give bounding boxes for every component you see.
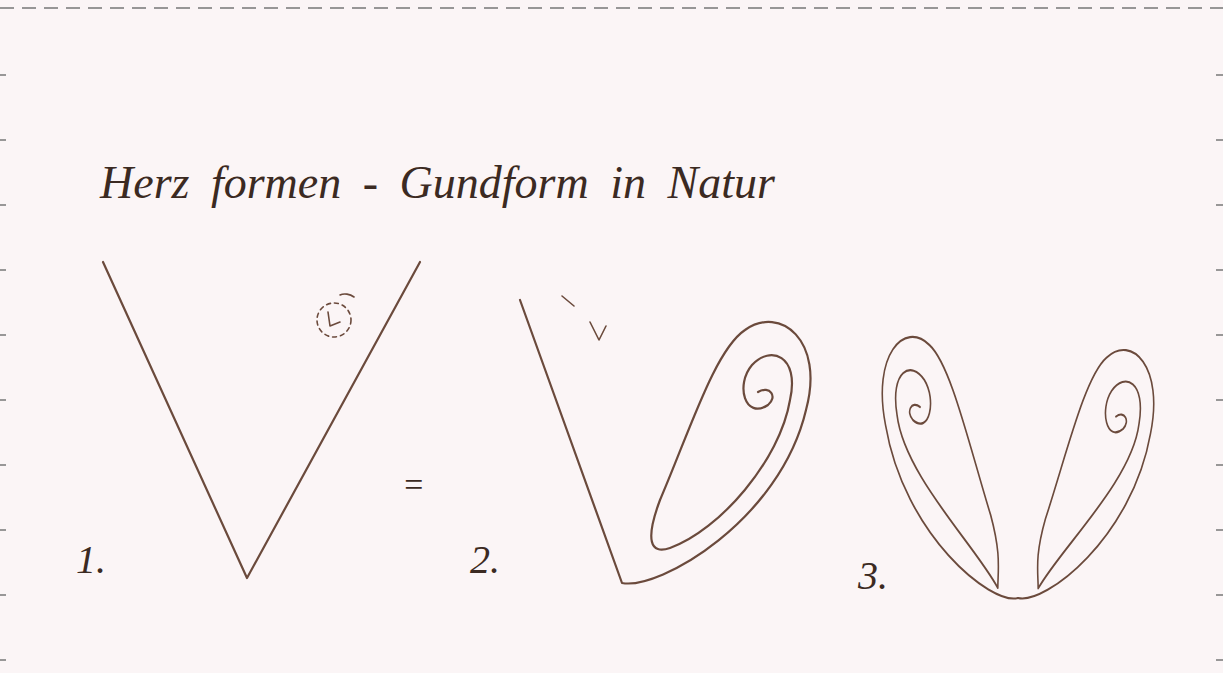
border-tick bbox=[0, 334, 6, 336]
border-tick bbox=[1216, 334, 1223, 336]
v-shape bbox=[103, 262, 420, 578]
heart-shape bbox=[882, 337, 1153, 599]
border-tick bbox=[0, 139, 6, 141]
step-number: 2. bbox=[470, 540, 500, 580]
border-tick bbox=[0, 594, 6, 596]
page-border bbox=[0, 8, 1223, 660]
border-tick bbox=[1216, 529, 1223, 531]
border-tick bbox=[0, 269, 6, 271]
border-tick bbox=[0, 74, 6, 76]
border-tick bbox=[1216, 269, 1223, 271]
equals-sign: = bbox=[402, 468, 425, 502]
border-tick bbox=[1216, 399, 1223, 401]
step-number: 1. bbox=[76, 540, 106, 580]
border-tick bbox=[1216, 594, 1223, 596]
border-tick bbox=[1216, 139, 1223, 141]
step-number: 3. bbox=[858, 556, 888, 596]
sketch-title: Herz formen - Gundform in Natur bbox=[100, 160, 775, 206]
border-tick bbox=[0, 204, 6, 206]
border-tick bbox=[0, 464, 6, 466]
rotation-hint bbox=[317, 294, 354, 337]
border-tick bbox=[1216, 74, 1223, 76]
border-tick bbox=[1216, 659, 1223, 661]
border-tick bbox=[0, 659, 6, 661]
half-heart bbox=[520, 300, 811, 583]
border-tick bbox=[1216, 204, 1223, 206]
border-tick bbox=[1216, 464, 1223, 466]
border-tick bbox=[0, 399, 6, 401]
direction-arrow bbox=[562, 296, 606, 340]
border-tick bbox=[0, 529, 6, 531]
